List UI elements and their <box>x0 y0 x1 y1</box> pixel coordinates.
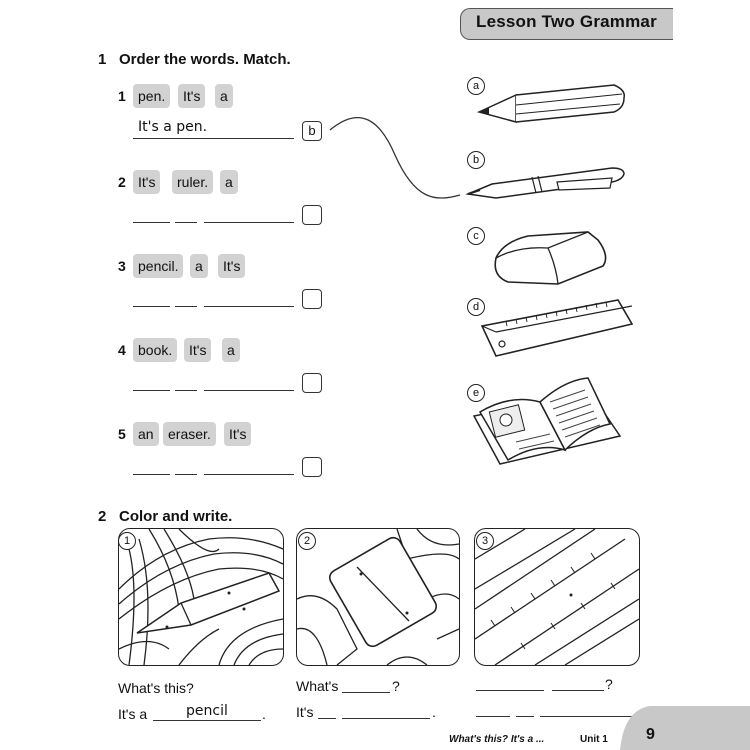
match-connector-line <box>329 116 461 199</box>
answer-line[interactable] <box>175 222 197 223</box>
answer-line[interactable] <box>342 718 430 719</box>
panel-number: 1 <box>118 532 136 550</box>
ruler-icon <box>480 299 634 357</box>
word-chip: a <box>220 170 238 194</box>
answer-line[interactable] <box>342 692 390 693</box>
answer-line <box>153 720 261 721</box>
answer-line[interactable] <box>204 306 294 307</box>
picture-label-a: a <box>467 77 485 95</box>
match-box[interactable] <box>302 205 322 225</box>
answer-line[interactable] <box>540 716 632 717</box>
coloring-panel-3[interactable] <box>474 528 640 666</box>
word-chip: book. <box>133 338 178 362</box>
answer-line[interactable] <box>204 390 294 391</box>
item-3-number: 3 <box>118 258 126 274</box>
lesson-header-band <box>460 8 673 40</box>
answer-line[interactable] <box>476 716 510 717</box>
word-chip: It's <box>133 170 161 194</box>
eraser-icon <box>494 231 607 285</box>
word-chip: It's <box>178 84 206 108</box>
word-chip: ruler. <box>172 170 214 194</box>
ruler-coloring-picture <box>475 529 639 665</box>
answer-1-end: . <box>262 706 266 722</box>
footer-unit: Unit 1 <box>580 734 608 745</box>
page-number-tab <box>620 706 750 750</box>
picture-label-e: e <box>467 384 485 402</box>
book-icon <box>472 377 622 465</box>
answer-line[interactable] <box>175 306 197 307</box>
section-2-number: 2 <box>98 508 107 525</box>
question-2-end: ? <box>392 678 400 694</box>
answer-line[interactable] <box>204 474 294 475</box>
item-1-answer: It's a pen. <box>138 119 208 135</box>
eraser-coloring-picture <box>297 529 459 665</box>
question-3-end: ? <box>605 676 613 692</box>
picture-label-b: b <box>467 151 485 169</box>
answer-line[interactable] <box>175 390 197 391</box>
answer-1-prefix: It's a <box>118 706 148 722</box>
word-chip: It's <box>184 338 212 362</box>
word-chip: a <box>190 254 208 278</box>
answer-line[interactable] <box>552 690 604 691</box>
pencil-coloring-picture <box>119 529 283 665</box>
word-chip: pencil. <box>133 254 184 278</box>
item-4-number: 4 <box>118 342 126 358</box>
word-chip: a <box>215 84 233 108</box>
item-5-number: 5 <box>118 426 126 442</box>
panel-number: 3 <box>476 532 494 550</box>
answer-line[interactable] <box>516 716 534 717</box>
answer-2-prefix: It's <box>296 704 314 720</box>
question-2-prefix: What's <box>296 678 339 694</box>
item-2-number: 2 <box>118 174 126 190</box>
footer-lesson-text: What's this? It's a ... <box>449 734 545 745</box>
answer-1-text: pencil <box>186 703 228 719</box>
word-chip: a <box>222 338 240 362</box>
answer-2-end: . <box>432 704 436 720</box>
match-box[interactable] <box>302 373 322 393</box>
coloring-panel-2[interactable] <box>296 528 460 666</box>
answer-line[interactable] <box>204 222 294 223</box>
word-chip: pen. <box>133 84 171 108</box>
match-box[interactable] <box>302 289 322 309</box>
answer-line[interactable] <box>476 690 544 691</box>
match-box[interactable] <box>302 457 322 477</box>
pen-icon <box>465 167 625 199</box>
lesson-title: Lesson Two Grammar <box>476 12 657 31</box>
panel-number: 2 <box>298 532 316 550</box>
answer-line <box>133 138 294 139</box>
section-1-title: Order the words. Match. <box>119 51 291 68</box>
word-chip: It's <box>218 254 246 278</box>
answer-line[interactable] <box>175 474 197 475</box>
page-number: 9 <box>646 726 655 743</box>
match-box[interactable]: b <box>302 121 322 141</box>
picture-label-d: d <box>467 298 485 316</box>
word-chip: It's <box>224 422 252 446</box>
item-1-number: 1 <box>118 88 126 104</box>
coloring-panel-1[interactable] <box>118 528 284 666</box>
picture-label-c: c <box>467 227 485 245</box>
word-chip: an <box>133 422 159 446</box>
answer-line[interactable] <box>133 222 170 223</box>
answer-3-end: . <box>634 702 638 718</box>
answer-line[interactable] <box>133 306 170 307</box>
pencil-icon <box>476 84 626 123</box>
section-1-number: 1 <box>98 51 107 68</box>
section-2-title: Color and write. <box>119 508 233 525</box>
question-1: What's this? <box>118 680 194 696</box>
answer-line[interactable] <box>133 474 170 475</box>
answer-line[interactable] <box>318 718 336 719</box>
answer-line[interactable] <box>133 390 170 391</box>
word-chip: eraser. <box>163 422 216 446</box>
